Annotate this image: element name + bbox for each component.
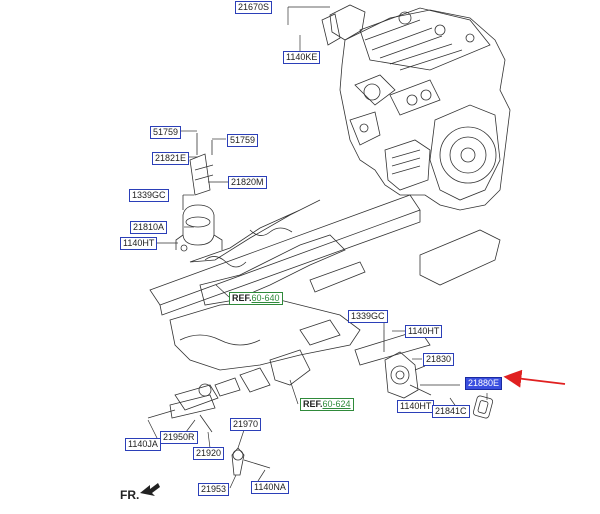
leader-lines bbox=[147, 6, 488, 489]
part-label-1140ke[interactable]: 1140KE bbox=[283, 51, 321, 64]
engine-block-illustration bbox=[321, 4, 511, 211]
part-label-21821e[interactable]: 21821E bbox=[152, 152, 190, 165]
ref-prefix: REF. bbox=[303, 399, 323, 409]
ref-link-60-624[interactable]: REF.60-624 bbox=[300, 398, 354, 411]
part-label-21880e-highlighted[interactable]: 21880E bbox=[465, 377, 503, 390]
part-label-21670s[interactable]: 21670S bbox=[235, 1, 273, 14]
red-pointer-arrow bbox=[503, 369, 566, 388]
part-label-21970[interactable]: 21970 bbox=[230, 418, 262, 431]
part-label-21920[interactable]: 21920 bbox=[193, 447, 225, 460]
part-label-1339gc-right[interactable]: 1339GC bbox=[348, 310, 388, 323]
part-label-21841c[interactable]: 21841C bbox=[432, 405, 470, 418]
part-label-21830[interactable]: 21830 bbox=[423, 353, 455, 366]
part-label-51759-right[interactable]: 51759 bbox=[227, 134, 259, 147]
part-label-21950r[interactable]: 21950R bbox=[160, 431, 198, 444]
left-mount-illustration bbox=[175, 133, 223, 252]
front-direction-arrow-icon bbox=[140, 483, 160, 496]
part-label-1140na[interactable]: 1140NA bbox=[251, 481, 289, 494]
part-label-1140ja[interactable]: 1140JA bbox=[125, 438, 161, 451]
upper-subframe-illustration bbox=[149, 194, 501, 316]
right-mount-illustration bbox=[383, 330, 494, 419]
ref-prefix: REF. bbox=[232, 293, 252, 303]
ref-link-60-640[interactable]: REF.60-640 bbox=[229, 292, 283, 305]
part-label-1140ht-left[interactable]: 1140HT bbox=[120, 237, 158, 250]
lower-subframe-illustration bbox=[169, 299, 431, 393]
front-direction-label: FR. bbox=[120, 488, 140, 502]
torque-rod-illustration bbox=[147, 377, 271, 476]
part-label-21953[interactable]: 21953 bbox=[198, 483, 230, 496]
part-label-21820m[interactable]: 21820M bbox=[228, 176, 267, 189]
part-label-51759-left[interactable]: 51759 bbox=[150, 126, 182, 139]
ref-code: 60-640 bbox=[251, 293, 280, 303]
part-label-1140ht-right-upper[interactable]: 1140HT bbox=[405, 325, 443, 338]
ref-code: 60-624 bbox=[322, 399, 351, 409]
part-label-1140ht-right-lower[interactable]: 1140HT bbox=[397, 400, 435, 413]
part-label-1339gc-left[interactable]: 1339GC bbox=[129, 189, 169, 202]
part-label-21810a[interactable]: 21810A bbox=[130, 221, 168, 234]
